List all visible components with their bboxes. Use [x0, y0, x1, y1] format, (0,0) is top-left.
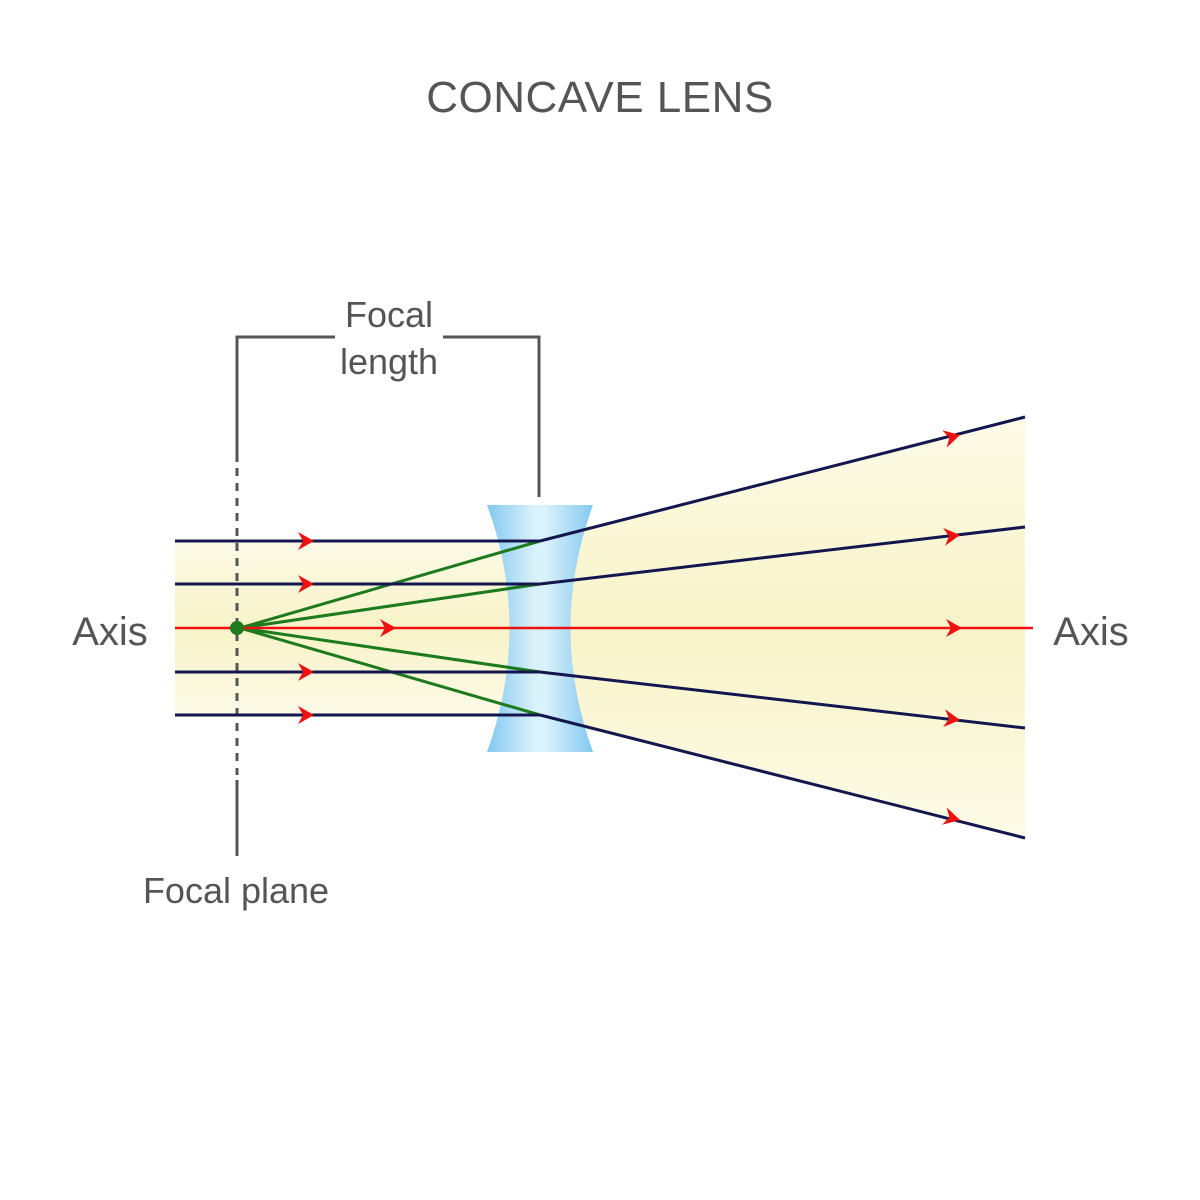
arrow-icon — [298, 663, 314, 681]
arrow-icon — [946, 619, 962, 637]
diagram-title: CONCAVE LENS — [426, 73, 774, 122]
focal-length-bracket-right — [443, 335, 541, 497]
refracted-ray-4 — [539, 713, 1026, 840]
arrow-icon — [942, 807, 960, 825]
axis-label-left: Axis — [72, 610, 148, 654]
arrow-icon — [943, 709, 960, 728]
refracted-ray-1 — [539, 415, 1026, 543]
refracted-ray-2 — [539, 525, 1026, 586]
arrow-icon — [380, 619, 396, 637]
focal-point — [230, 621, 244, 635]
focal-length-label-line2: length — [340, 341, 438, 382]
virtual-ray-3 — [239, 626, 541, 674]
arrow-icon — [943, 527, 960, 546]
virtual-ray-2 — [239, 582, 541, 630]
ray-arrows — [298, 430, 962, 825]
focal-length-label-line1: Focal — [345, 294, 433, 335]
arrow-icon — [298, 532, 314, 550]
focal-length-bracket — [235, 335, 335, 462]
arrow-icon — [942, 430, 960, 448]
refracted-rays — [539, 415, 1026, 840]
arrow-icon — [298, 575, 314, 593]
refracted-ray-3 — [539, 670, 1026, 730]
focal-plane-label: Focal plane — [143, 870, 329, 911]
incident-rays — [175, 539, 540, 717]
axis-label-right: Axis — [1053, 610, 1129, 654]
arrow-icon — [298, 706, 314, 724]
